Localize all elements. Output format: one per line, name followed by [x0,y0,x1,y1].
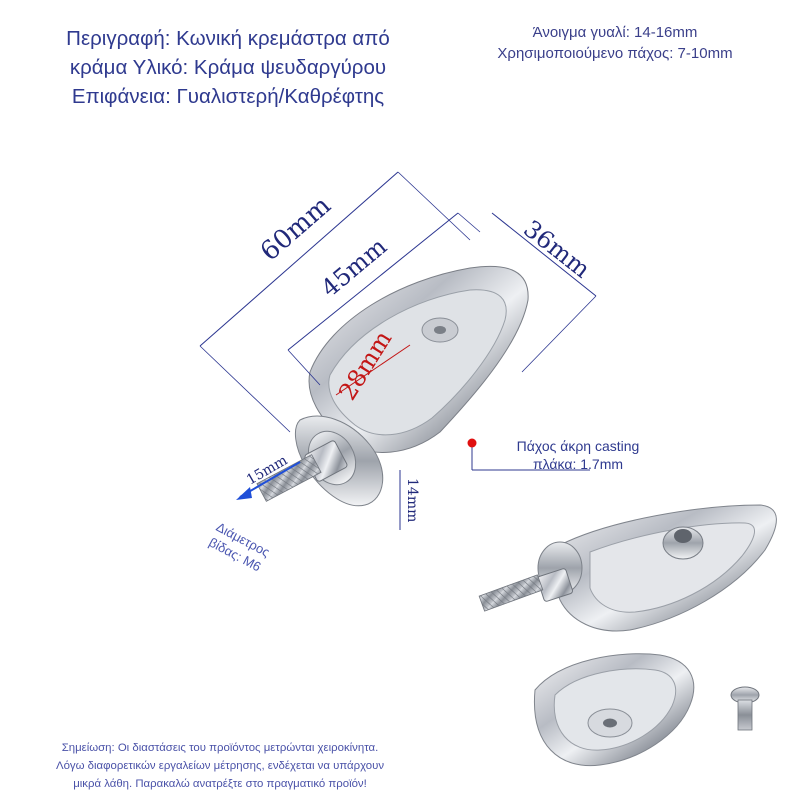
arrow-left-icon [236,487,252,500]
inset-product-photos [470,480,800,800]
dimension-60mm-label: 60mm [255,191,337,268]
note-line-3: μικρά λάθη. Παρακαλώ ανατρέξτε στο πραγμ… [73,778,367,790]
dimension-45mm-label: 45mm [316,232,392,302]
measurement-note: Σημείωση: Οι διαστάσεις του προϊόντος με… [0,739,440,793]
product-description: Περιγραφή: Κωνική κρεμάστρα από κράμα Υλ… [18,24,438,111]
dimension-14mm-label: 14mm [404,478,420,522]
thickness-used-spec: Χρησιμοποιούμενο πάχος: 7-10mm [497,45,733,62]
description-line-3: Επιφάνεια: Γυαλιστερή/Καθρέφτης [71,85,385,108]
description-line-2: κράμα Υλικό: Κράμα ψευδαργύρου [69,56,387,79]
dimension-14mm: 14mm [399,470,420,530]
description-line-1: Περιγραφή: Κωνική κρεμάστρα από [66,27,390,50]
product-specs: Άνοιγμα γυαλί: 14-16mm Χρησιμοποιούμενο … [430,22,800,64]
main-product-image [256,265,529,507]
casting-thickness-line-1: Πάχος άκρη casting [516,438,640,454]
glass-opening-spec: Άνοιγμα γυαλί: 14-16mm [532,24,698,41]
note-line-2: Λόγω διαφορετικών εργαλείων μέτρησης, εν… [55,760,385,772]
note-line-1: Σημείωση: Οι διαστάσεις του προϊόντος με… [61,742,379,754]
casting-thickness-line-2: πλάκα: 1.7mm [532,456,624,472]
dimension-36mm-label: 36mm [518,215,595,284]
red-dot-marker-icon [467,438,477,448]
casting-thickness-label: Πάχος άκρη casting πλάκα: 1.7mm [478,437,678,473]
casting-thickness-marker [467,438,590,471]
